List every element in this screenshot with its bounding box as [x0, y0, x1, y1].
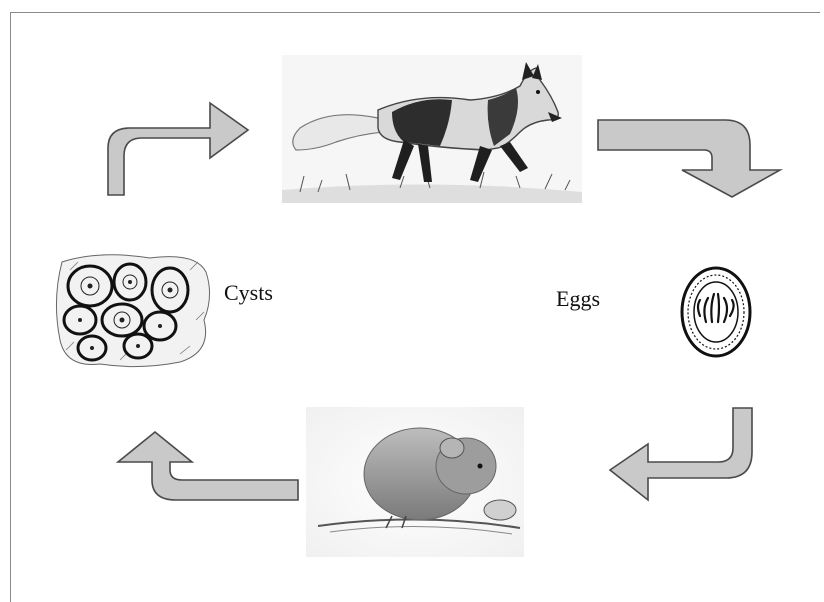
- vole-illustration: [306, 407, 524, 557]
- fox-illustration: [282, 55, 582, 203]
- eggs-label: Eggs: [556, 286, 600, 312]
- arrow-vole-to-cysts: [118, 432, 298, 500]
- arrow-fox-to-eggs: [598, 120, 780, 197]
- egg-icon: [682, 268, 750, 356]
- arrow-eggs-to-vole: [610, 408, 752, 500]
- arrow-cysts-to-fox: [108, 103, 248, 195]
- cysts-label: Cysts: [224, 280, 273, 306]
- cysts-icon: [56, 255, 209, 367]
